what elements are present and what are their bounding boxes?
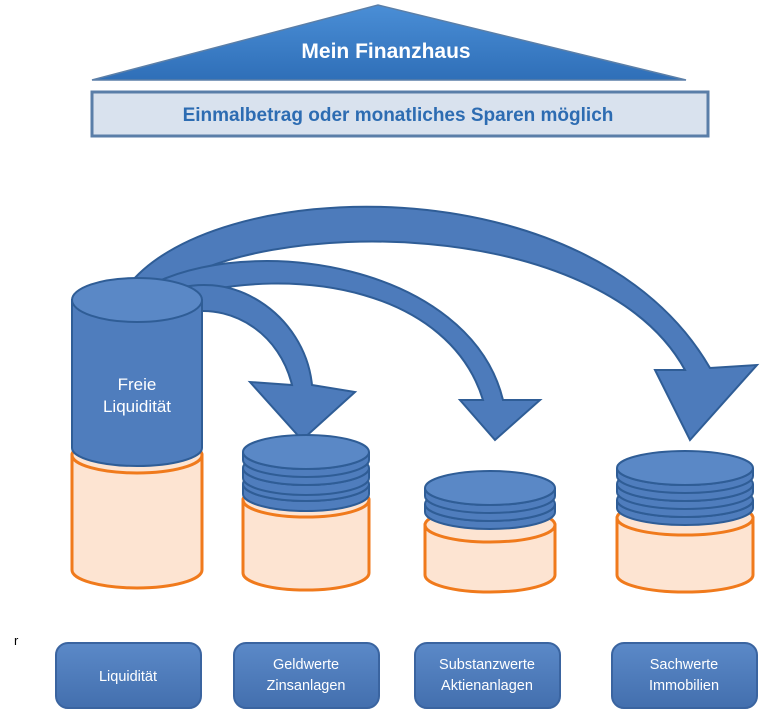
source-cylinder: Freie Liquidität	[70, 277, 204, 590]
box-sachwerte-line2: Immobilien	[649, 678, 719, 694]
box-geldwerte-line2: Zinsanlagen	[267, 678, 346, 694]
arrow-to-sachwerte	[123, 205, 760, 442]
box-substanzwerte-line2: Aktienanlagen	[441, 678, 533, 694]
box-sachwerte: Sachwerte Immobilien	[611, 642, 758, 709]
roof-shape	[91, 4, 687, 81]
roof-title: Mein Finanzhaus	[301, 40, 470, 63]
coin-stack	[242, 434, 370, 512]
coin-stack	[424, 470, 556, 530]
banner-bar	[90, 90, 710, 138]
stray-text: r	[14, 633, 19, 648]
box-sachwerte-line1: Sachwerte	[650, 657, 719, 673]
arrows	[123, 205, 760, 442]
stack-geldwerte	[241, 434, 371, 592]
stack-substanzwerte	[423, 470, 557, 594]
banner-text: Einmalbetrag oder monatliches Sparen mög…	[183, 105, 614, 126]
box-geldwerte: Geldwerte Zinsanlagen	[233, 642, 380, 709]
box-geldwerte-line1: Geldwerte	[273, 657, 339, 673]
box-liquiditaet-line1: Liquidität	[99, 669, 157, 685]
coin-stack	[616, 450, 754, 526]
arrow-to-geldwerte	[157, 284, 358, 442]
stack-sachwerte	[615, 450, 755, 594]
arrow-to-substanzwerte	[142, 260, 543, 442]
source-label-line1: Freie	[118, 375, 157, 394]
box-substanzwerte: Substanzwerte Aktienanlagen	[414, 642, 561, 709]
box-liquiditaet: Liquidität	[55, 642, 202, 709]
box-substanzwerte-line1: Substanzwerte	[439, 657, 535, 673]
source-label-line2: Liquidität	[103, 397, 171, 416]
